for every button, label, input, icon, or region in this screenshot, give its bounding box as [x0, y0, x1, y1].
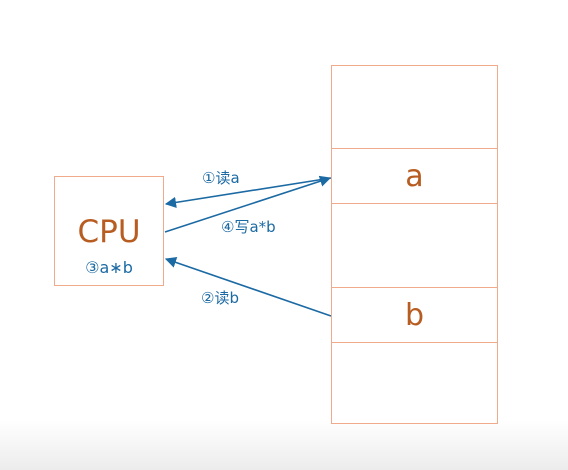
memory-divider — [332, 203, 497, 204]
read-b-arrow — [164, 256, 332, 317]
memory-divider — [332, 148, 497, 149]
cpu-title: CPU — [77, 214, 141, 250]
read-a-arrow — [164, 177, 332, 208]
bottom-shadow — [0, 420, 568, 470]
cpu-box: CPU ③a∗b — [54, 176, 164, 286]
read-b-label: ②读b — [201, 289, 239, 307]
read-a-label: ①读a — [202, 169, 240, 187]
memory-divider — [332, 287, 497, 288]
memory-cell-1 — [332, 66, 497, 149]
write-ab-label: ④写a*b — [221, 218, 276, 236]
memory-cell-b: b — [404, 298, 425, 333]
memory-block: a b — [331, 65, 498, 424]
cpu-operation: ③a∗b — [85, 258, 133, 277]
write-ab-arrow — [164, 175, 332, 233]
memory-cell-5 — [332, 343, 497, 423]
memory-divider — [332, 342, 497, 343]
memory-cell-a: a — [405, 159, 424, 194]
memory-cell-3 — [332, 204, 497, 288]
